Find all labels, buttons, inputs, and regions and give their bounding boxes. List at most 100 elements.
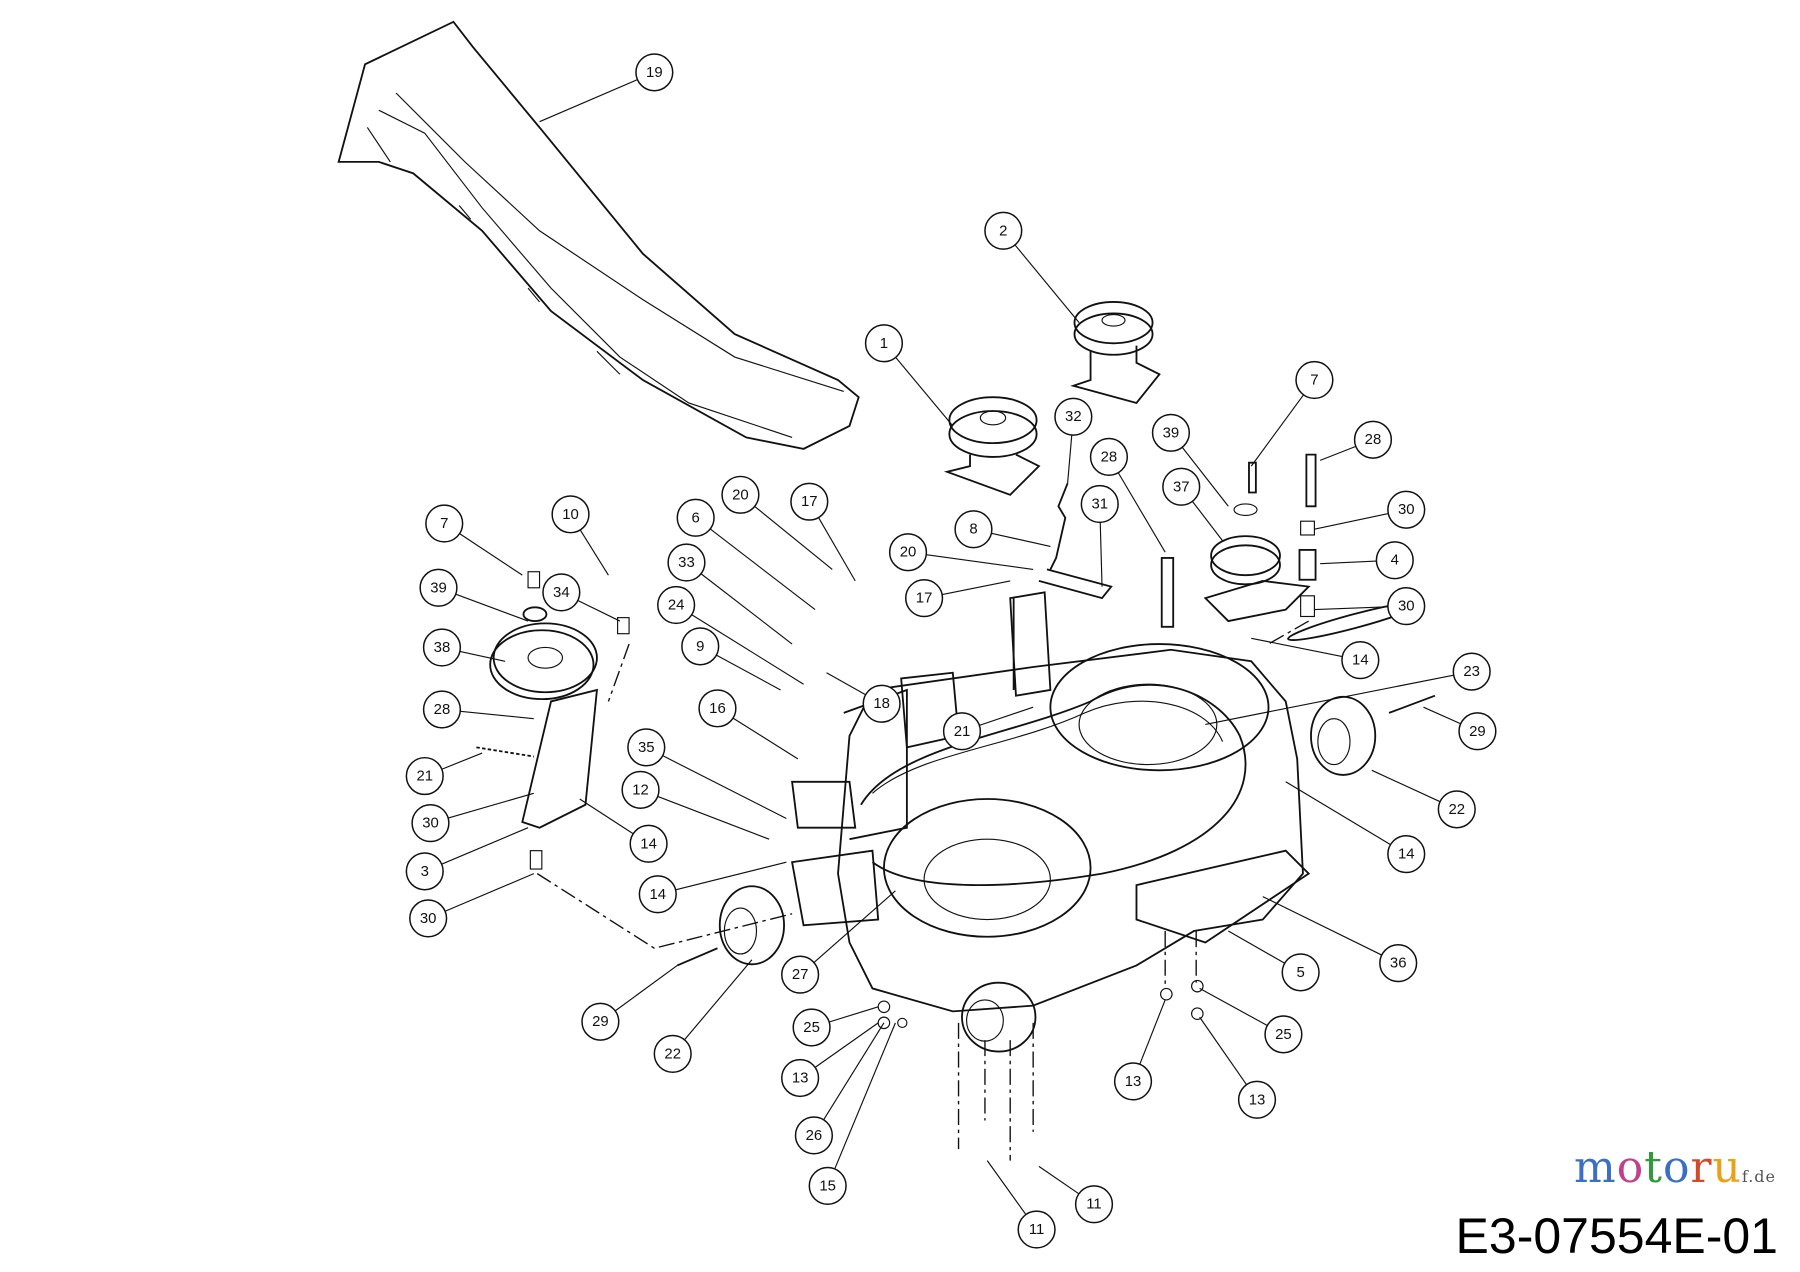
callout-6: 6 [676,498,816,611]
callout-bubble [1162,467,1201,506]
leader-line [684,959,753,1041]
leader-line [1139,999,1166,1065]
belt-guides [1009,482,1175,697]
callout-bubble [904,579,944,618]
leader-line [441,827,529,865]
leader-line [814,1022,879,1068]
leader-line [1262,896,1382,956]
callout-17: 17 [790,482,856,582]
callout-number: 32 [1065,408,1082,425]
leader-line [455,593,529,622]
callout-bubble [621,770,660,809]
callout-13: 13 [781,1022,879,1098]
callout-bubble [781,1058,820,1098]
spindle-assembly-2 [1070,301,1161,405]
callout-number: 19 [646,64,663,81]
callout-number: 33 [678,554,695,571]
callout-bubble [984,211,1023,250]
callout-36: 36 [1262,896,1418,983]
callout-bubble [653,1034,692,1073]
callout-38: 38 [422,628,506,667]
leader-line [459,533,523,576]
callout-number: 8 [969,521,977,538]
callout-bubble [1054,397,1093,436]
callout-bubble [629,824,668,863]
leader-line [1314,606,1388,611]
callout-bubble [721,475,760,514]
callout-number: 18 [873,695,890,712]
leader-line [716,654,781,691]
callout-number: 29 [592,1013,609,1030]
leader-line [460,710,534,720]
leader-line [579,529,609,576]
watermark-logo: motoruf.de [1574,1143,1776,1202]
callout-19: 19 [539,53,674,123]
callout-5: 5 [1228,930,1320,992]
callout-8: 8 [954,510,1051,549]
leader-line [1117,472,1166,553]
callout-bubble [1437,790,1476,829]
callout-12: 12 [621,770,770,840]
mower-deck [791,601,1423,1013]
callout-number: 6 [692,509,700,526]
callout-13: 13 [1199,1016,1277,1119]
callout-bubble [667,543,706,582]
callout-34: 34 [542,573,621,622]
callout-29: 29 [1423,706,1497,751]
leader-line [700,573,793,645]
leader-line [459,650,506,662]
callout-bubble [942,712,982,751]
leader-line [577,599,621,622]
watermark-letter: o [1662,1142,1691,1193]
callout-number: 31 [1091,495,1108,512]
callout-bubble [1281,953,1320,992]
callout-39: 39 [1151,413,1229,507]
leader-line [979,706,1034,726]
callout-bubble [419,568,458,607]
callout-14: 14 [1251,637,1380,680]
callout-bubble [781,955,820,994]
callout-bubble [542,573,581,612]
fasteners [877,931,1204,1161]
leader-line [986,1160,1027,1215]
leader-line [662,755,787,820]
callout-bubble [681,627,720,666]
callout-bubble [422,690,462,729]
callout-30: 30 [409,873,535,938]
callout-bubble [657,585,696,625]
leader-line [1250,394,1305,467]
callout-number: 12 [632,781,649,798]
callout-32: 32 [1054,397,1093,484]
leader-line [1371,769,1441,803]
callout-number: 4 [1391,552,1399,569]
callout-bubble [1017,1210,1056,1249]
callout-number: 14 [1398,846,1415,863]
callout-number: 13 [1125,1073,1142,1090]
callout-18: 18 [826,672,901,723]
callout-13: 13 [1113,999,1166,1101]
callout-bubble [411,804,450,843]
callout-bubble [1295,360,1334,400]
callout-bubble [1387,587,1426,626]
watermark-letter: r [1690,1142,1713,1193]
callout-number: 9 [696,638,704,655]
callout-14: 14 [1285,781,1426,874]
leader-line [1181,446,1229,507]
leader-line [1038,1165,1080,1195]
callout-number: 1 [880,335,888,352]
callout-number: 7 [440,515,448,532]
callout-30: 30 [1314,490,1426,530]
callout-number: 2 [999,222,1007,239]
callout-bubble [1074,1185,1114,1224]
callout-21: 21 [405,752,483,796]
callout-number: 25 [1275,1026,1292,1043]
leader-line [754,505,833,570]
callout-bubble [698,689,737,728]
leader-line [675,861,787,891]
callout-number: 39 [430,579,447,596]
leader-line [1285,781,1391,846]
callout-number: 13 [792,1069,809,1086]
callout-number: 30 [420,910,437,927]
